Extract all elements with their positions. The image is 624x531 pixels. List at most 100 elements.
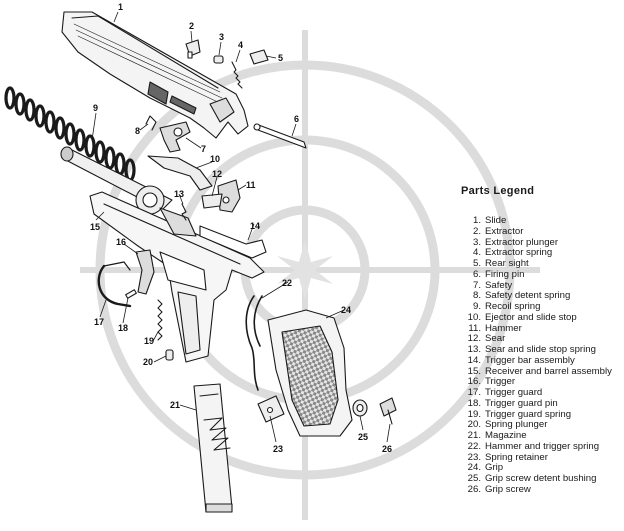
legend-item: 3.Extractor plunger: [461, 236, 621, 249]
legend-item-label: Safety: [485, 279, 513, 291]
spring-retainer-part: [257, 395, 285, 423]
legend-item: 17.Trigger guard: [461, 387, 621, 399]
legend-item-number: 3.: [472, 236, 481, 248]
callout-23: 23: [273, 444, 283, 454]
legend-item-label: Grip: [485, 462, 504, 474]
callout-21: 21: [170, 400, 180, 410]
watermark-starburst: [277, 240, 333, 300]
legend-item-label: Firing pin: [485, 268, 525, 280]
callout-9: 9: [93, 103, 98, 113]
legend-item-label: Trigger guard spring: [485, 408, 572, 420]
legend-item-number: 18.: [467, 397, 481, 409]
legend-item: 10.Ejector and slide stop: [461, 311, 621, 324]
legend-item: 2. Extractor: [461, 225, 621, 238]
rear-sight-part: [249, 49, 269, 65]
legend-item: 6. Firing pin: [461, 268, 621, 281]
legend-item-label: Ejector and slide stop: [485, 311, 577, 323]
legend-item: 7.Safety: [461, 279, 621, 292]
legend-item: 26.Grip screw: [461, 483, 621, 496]
legend-item-label: Hammer: [485, 322, 522, 334]
legend-item-label: Trigger: [485, 376, 516, 388]
callout-10: 10: [210, 154, 220, 164]
extractor-plunger-part: [213, 55, 224, 64]
legend-item: 16. Trigger: [461, 376, 621, 388]
callout-18: 18: [118, 323, 128, 333]
legend-item-number: 12.: [467, 333, 481, 345]
safety-detent-spring-part: [145, 115, 157, 131]
legend-item: 8.Safety detent spring: [461, 290, 621, 302]
barrel-part: [60, 146, 173, 215]
callout-1: 1: [118, 2, 123, 12]
callout-6: 6: [294, 114, 299, 124]
callout-16: 16: [116, 237, 126, 247]
legend-item-number: 21.: [467, 430, 481, 441]
legend-item-label: Trigger guard: [485, 387, 543, 398]
callout-5: 5: [278, 53, 283, 63]
callout-12: 12: [212, 169, 222, 179]
legend-item-number: 24.: [467, 462, 481, 474]
callout-25: 25: [358, 432, 368, 442]
callout-7: 7: [201, 144, 206, 154]
legend-item-label: Extractor spring: [485, 247, 553, 259]
ejector-slide-stop-part: [147, 155, 213, 191]
grip-screw-part: [379, 397, 397, 425]
legend-item: 20. Spring plunger: [461, 419, 621, 431]
legend-item-label: Sear: [485, 333, 506, 345]
legend-item-label: Spring retainer: [485, 451, 548, 463]
callout-13: 13: [174, 189, 184, 199]
trigger-part: [135, 249, 155, 295]
sear-spring-part: [181, 203, 187, 221]
grip-screw-bushing-part: [352, 399, 368, 417]
legend-item-number: 13.: [467, 344, 481, 355]
callout-17: 17: [94, 317, 104, 327]
callout-8: 8: [135, 126, 140, 136]
callout-26: 26: [382, 444, 392, 454]
legend-item: 14.Trigger bar assembly: [461, 354, 621, 367]
legend-item: 9.Recoil spring: [461, 301, 621, 313]
legend-item-label: Magazine: [485, 430, 527, 441]
extractor-part: [185, 39, 201, 59]
legend-item-number: 11.: [468, 322, 481, 334]
legend-item-number: 20.: [467, 419, 481, 431]
legend-item-number: 2.: [472, 225, 481, 237]
callout-labels: 1 2 3 4 5 6 7 8 9 10 11 12 13 14 15 16 1…: [90, 2, 392, 454]
legend-item-number: 4.: [472, 247, 481, 259]
hammer-trigger-spring-part: [245, 295, 263, 391]
callout-24: 24: [341, 305, 351, 315]
legend-item: 11. Hammer: [461, 322, 621, 335]
legend-item: 18. Trigger guard pin: [461, 397, 621, 410]
callout-2: 2: [189, 21, 194, 31]
legend-item-label: Spring plunger: [485, 419, 548, 431]
receiver-part: [89, 191, 265, 363]
magazine-part: [193, 383, 233, 513]
legend-item-label: Rear sight: [485, 258, 529, 269]
firing-pin-part: [253, 123, 307, 149]
legend-item: 19. Trigger guard spring: [461, 408, 621, 421]
legend-item: 22. Hammer and trigger spring: [461, 440, 621, 453]
legend-item-label: Grip screw: [485, 483, 531, 495]
legend-item: 4. Extractor spring: [461, 247, 621, 259]
callout-22: 22: [282, 278, 292, 288]
legend-item-label: Sear and slide stop spring: [485, 344, 596, 355]
trigger-guard-spring-part: [157, 299, 163, 341]
legend-item-label: Recoil spring: [485, 301, 541, 312]
legend-item: 15.Receiver and barrel assembly: [461, 366, 621, 378]
legend-item-number: 6.: [472, 268, 481, 280]
callout-3: 3: [219, 32, 224, 42]
legend-item: 25.Grip screw detent bushing: [461, 473, 621, 485]
legend-item-number: 19.: [467, 408, 481, 420]
slide-part: [61, 11, 249, 139]
legend-item-label: Extractor: [485, 225, 524, 237]
recoil-spring-part: [4, 86, 136, 182]
legend-item-number: 22.: [467, 440, 481, 452]
legend-item-label: Safety detent spring: [485, 290, 571, 302]
spring-plunger-part: [165, 349, 174, 361]
legend-item-label: Trigger bar assembly: [485, 354, 575, 366]
legend-item-label: Hammer and trigger spring: [485, 440, 600, 452]
legend-item-number: 16.: [467, 376, 481, 388]
callout-14: 14: [250, 221, 260, 231]
trigger-bar-part: [199, 225, 267, 259]
legend-item-label: Trigger guard pin: [485, 397, 558, 409]
